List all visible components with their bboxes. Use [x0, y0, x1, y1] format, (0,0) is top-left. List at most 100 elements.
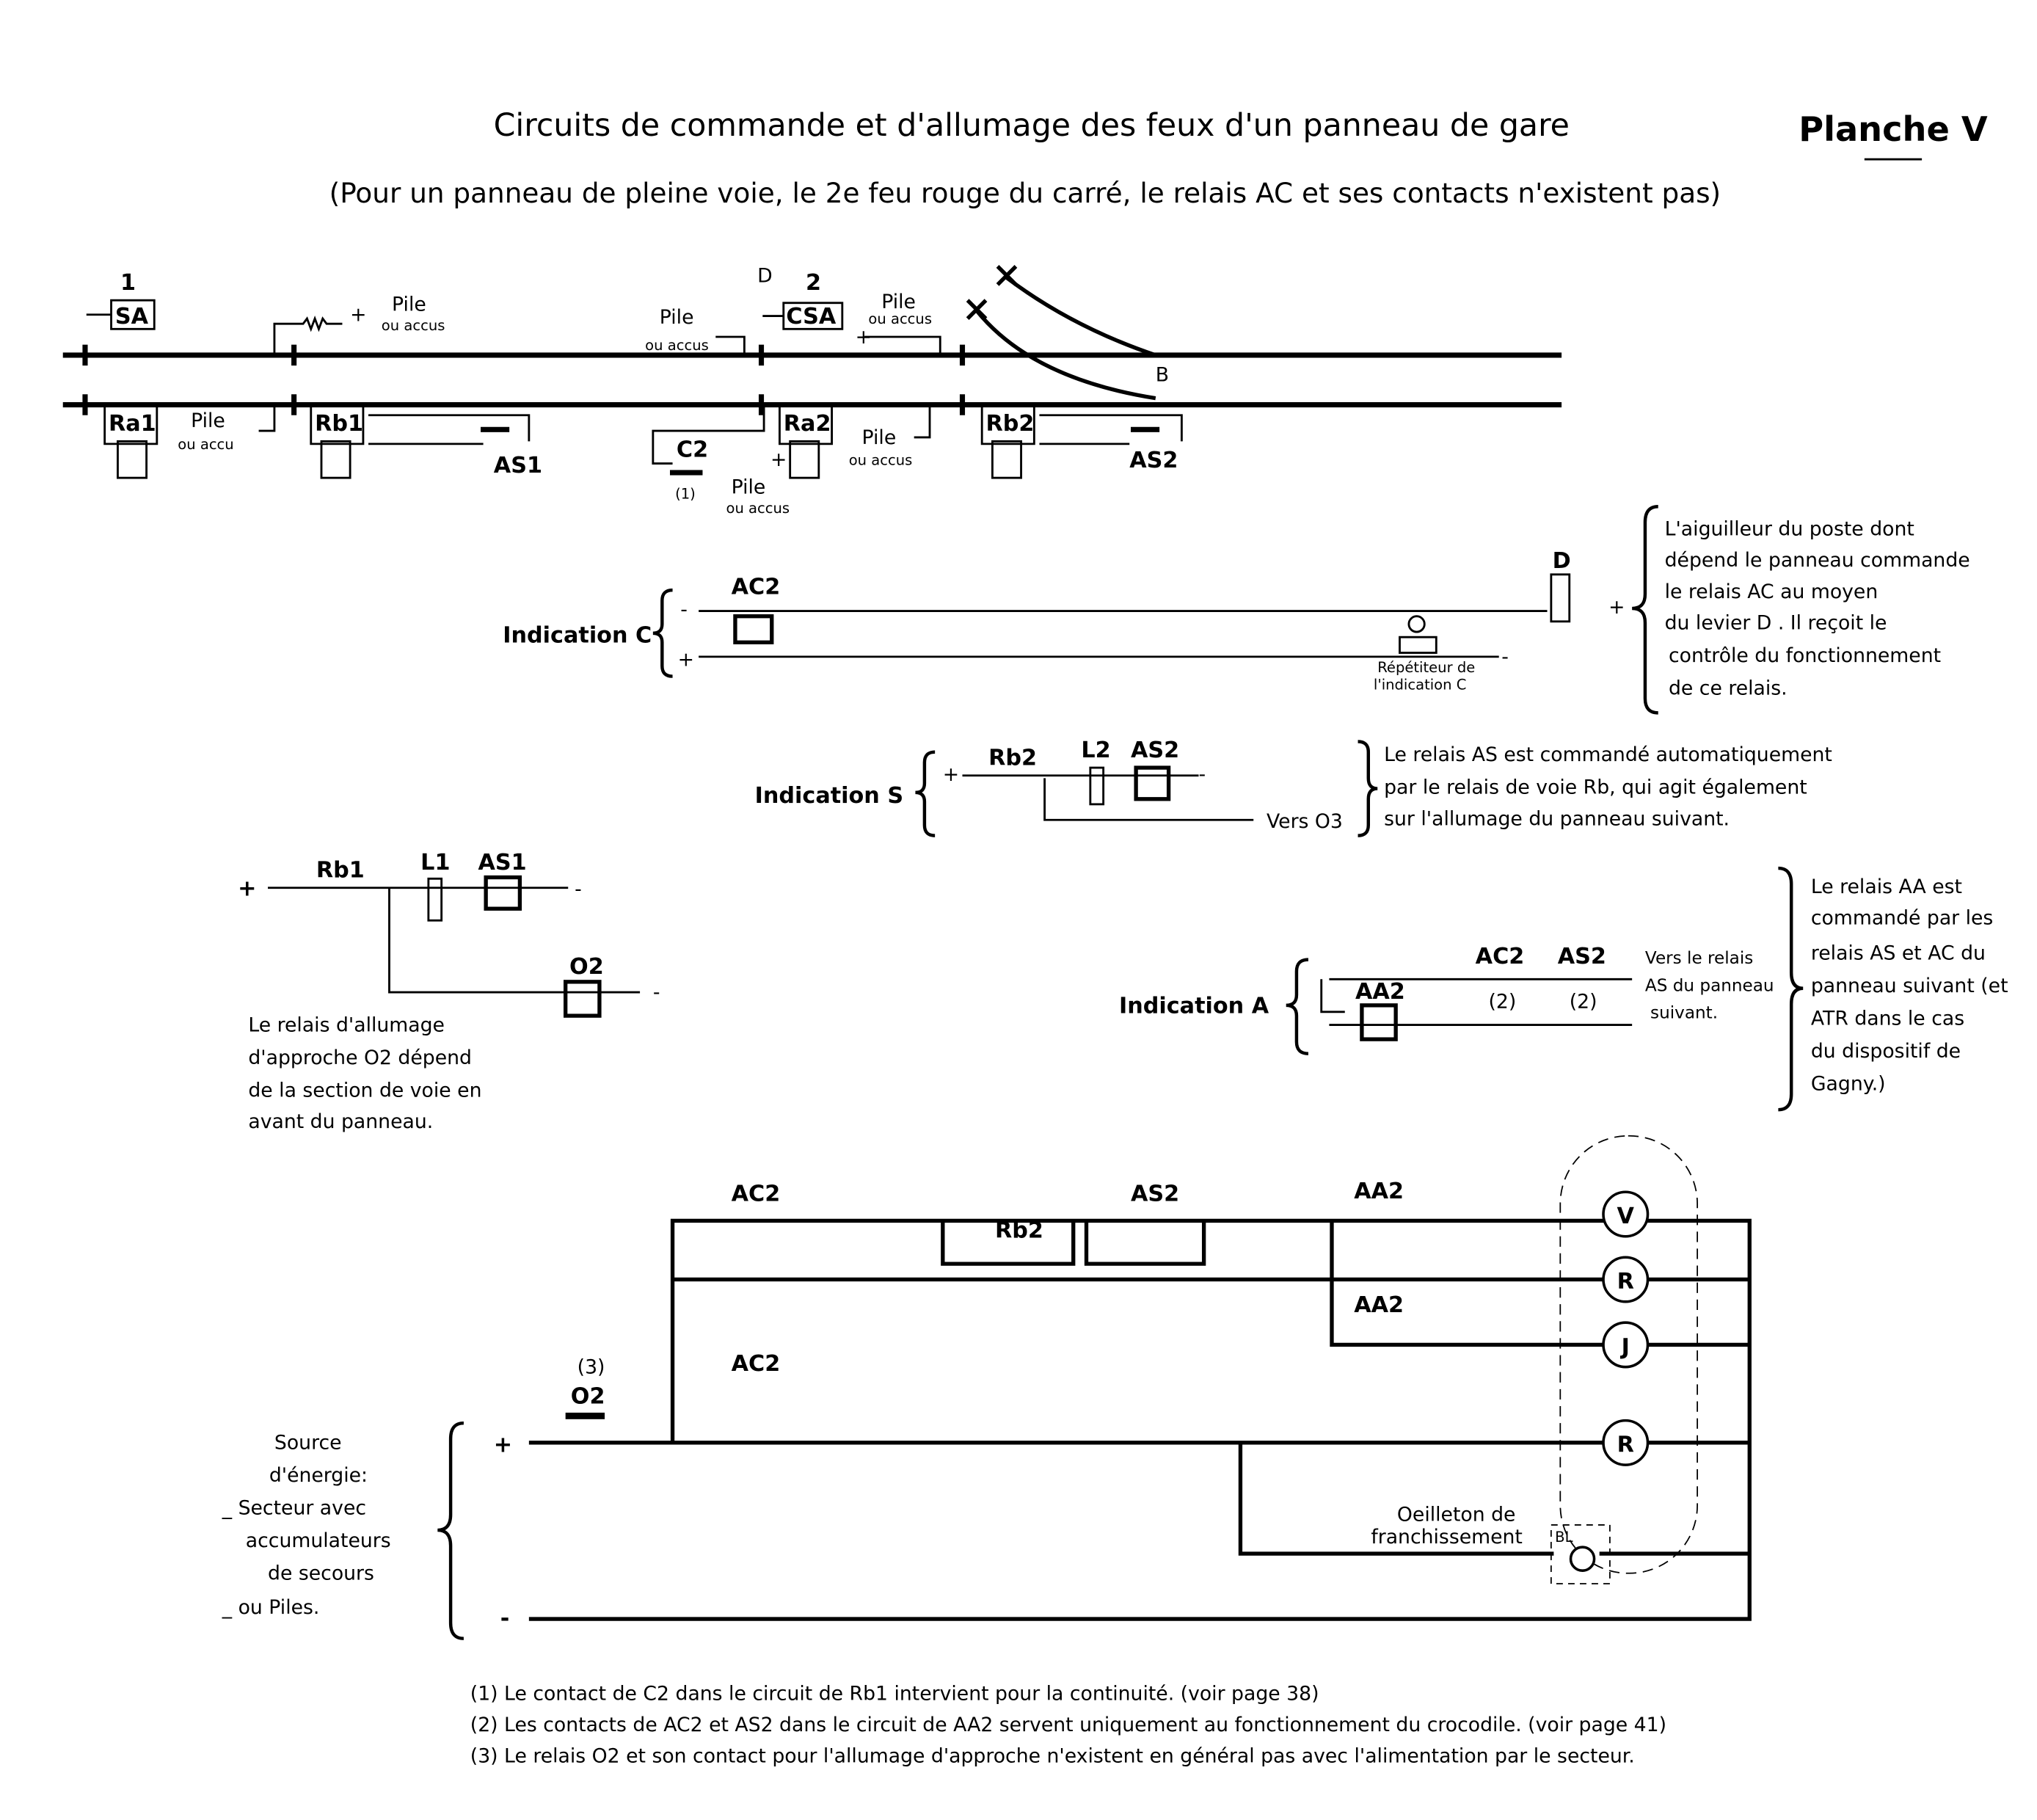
subtitle: (Pour un panneau de pleine voie, le 2e f… [329, 177, 1721, 209]
svg-text:V: V [1617, 1204, 1635, 1229]
ac2-label: AC2 [1476, 944, 1525, 969]
repeater-label: l'indication C [1374, 676, 1467, 693]
as1-coil [484, 875, 522, 911]
indication-c-circuit: Indication C - + AC2 D + Répétiteur de l… [503, 505, 1970, 715]
rb2-label: Rb2 [988, 746, 1037, 771]
track-relays: Ra1 Pile ou accu Rb1 AS1 C2 (1) + Pile o… [103, 404, 1183, 517]
as2-label: AS2 [1131, 1182, 1179, 1207]
indication-s-label: Indication S [755, 783, 904, 809]
aa2-label: AA2 [1354, 1292, 1404, 1318]
relay-ra1-label: Ra1 [109, 411, 156, 437]
svg-text:par le relais de voie Rb, qui: par le relais de voie Rb, qui agit égale… [1384, 776, 1807, 799]
svg-text:J: J [1620, 1334, 1630, 1360]
svg-text:_ ou Piles.: _ ou Piles. [222, 1596, 320, 1619]
page-title: Circuits de commande et d'allumage des f… [494, 107, 1570, 144]
svg-text:Gagny.): Gagny.) [1811, 1073, 1886, 1096]
svg-text:R: R [1617, 1269, 1634, 1295]
brace [1286, 958, 1309, 1055]
indication-a-circuit: Indication A AA2 AC2 AS2 (2) (2) Vers le… [1119, 866, 2008, 1112]
indication-c-note: L'aiguilleur du poste dont dépend le pan… [1665, 517, 1970, 699]
rb1-label: Rb1 [316, 858, 365, 884]
svg-text:accumulateurs: accumulateurs [246, 1529, 391, 1552]
plus-sign: + [943, 763, 959, 786]
c2-contact-label: C2 [677, 437, 708, 463]
lamp-red [1602, 1256, 1650, 1303]
repeater-label: Répétiteur de [1377, 659, 1475, 676]
signal-csa-label: CSA [786, 304, 837, 330]
oeilleton-lamp [1569, 1546, 1596, 1572]
brace [1632, 505, 1658, 715]
plus-sign: + [238, 876, 256, 901]
battery-label: Pile [881, 291, 916, 313]
plus-sign: + [770, 448, 787, 471]
battery-label: ou accus [868, 310, 932, 327]
signal-1-number: 1 [120, 270, 136, 296]
oeilleton-label: franchissement [1371, 1526, 1523, 1548]
svg-text:suivant.: suivant. [1650, 1004, 1718, 1023]
svg-text:avant du panneau.: avant du panneau. [248, 1110, 433, 1133]
indication-c-label: Indication C [503, 622, 652, 648]
plus-sign: + [678, 648, 694, 671]
battery-label: Pile [732, 476, 766, 498]
as2-label: AS2 [1558, 944, 1606, 969]
lamp-yellow [1602, 1321, 1650, 1369]
svg-text:dépend le panneau commande: dépend le panneau commande [1665, 549, 1970, 572]
svg-text:de la section de voie en: de la section de voie en [248, 1079, 481, 1102]
svg-text:Le relais AA est: Le relais AA est [1811, 876, 1962, 898]
relay-rb2-label: Rb2 [986, 411, 1035, 437]
brace [652, 588, 673, 678]
as2-coil [1134, 765, 1171, 801]
as1-label: AS1 [478, 850, 526, 876]
minus-sign: - [680, 599, 688, 622]
brace [1778, 866, 1804, 1112]
brace [915, 750, 936, 837]
lever-d[interactable] [1550, 573, 1571, 623]
repeater-lamp-icon [1407, 615, 1426, 633]
footnote-ref-2: (2) [1570, 990, 1597, 1013]
minus-sign: - [1501, 646, 1509, 669]
svg-text:Le relais d'allumage: Le relais d'allumage [248, 1013, 445, 1036]
to-o3-label: Vers O3 [1267, 810, 1343, 833]
aa2-label: AA2 [1354, 1179, 1404, 1204]
footnote-3: (3) Le relais O2 et son contact pour l'a… [470, 1745, 1635, 1768]
svg-text:AS du panneau: AS du panneau [1645, 976, 1774, 995]
derail-mark-icon [996, 265, 1018, 286]
repeater [1399, 636, 1437, 654]
svg-text:relais AS et AC du: relais AS et AC du [1811, 942, 1986, 965]
signal-head-outline [1559, 1135, 1698, 1574]
svg-text:d'énergie:: d'énergie: [269, 1464, 368, 1487]
ac2-label: AC2 [732, 1351, 781, 1377]
lamp-green [1602, 1190, 1650, 1238]
svg-text:de ce relais.: de ce relais. [1669, 677, 1788, 699]
battery-label: ou accus [849, 451, 913, 468]
battery-label: Pile [392, 293, 426, 316]
svg-text:le relais AC au moyen: le relais AC au moyen [1665, 580, 1879, 603]
signal-lamps: V R J R [1602, 1190, 1650, 1466]
ac2-label: AC2 [732, 1182, 781, 1207]
indication-s-note: Le relais AS est commandé automatiquemen… [1384, 743, 1832, 830]
track-plan: B 1 SA D 2 CSA + Pile ou accus Pile ou a… [62, 264, 1562, 517]
plate-label: Planche V [1799, 109, 1988, 149]
switch-label: B [1156, 363, 1169, 386]
relay-ra2-label: Ra2 [784, 411, 831, 437]
svg-text:_ Secteur avec: _ Secteur avec [222, 1497, 366, 1520]
o2-label: O2 [571, 1383, 605, 1409]
minus-sign: - [1199, 763, 1206, 786]
signal-sa-label: SA [115, 304, 149, 330]
plus-sign: + [494, 1432, 512, 1457]
as1-contact-label: AS1 [494, 453, 542, 478]
battery-label: Pile [191, 410, 225, 432]
lever-d-label: D [757, 264, 773, 287]
plus-sign: + [1608, 596, 1625, 619]
footnotes: (1) Le contact de C2 dans le circuit de … [470, 1682, 1666, 1767]
brace [1358, 740, 1378, 837]
battery-label: Pile [862, 426, 897, 449]
approach-circuit: + Rb1 L1 AS1 - O2 - Le relais d'allumage… [238, 850, 660, 1133]
rb2-label: Rb2 [995, 1218, 1043, 1244]
battery-wire [273, 316, 343, 355]
svg-text:commandé par les: commandé par les [1811, 907, 1993, 930]
derail-mark-icon [966, 299, 988, 320]
o2-label: O2 [569, 954, 604, 980]
bl-label: BL [1555, 1529, 1573, 1546]
